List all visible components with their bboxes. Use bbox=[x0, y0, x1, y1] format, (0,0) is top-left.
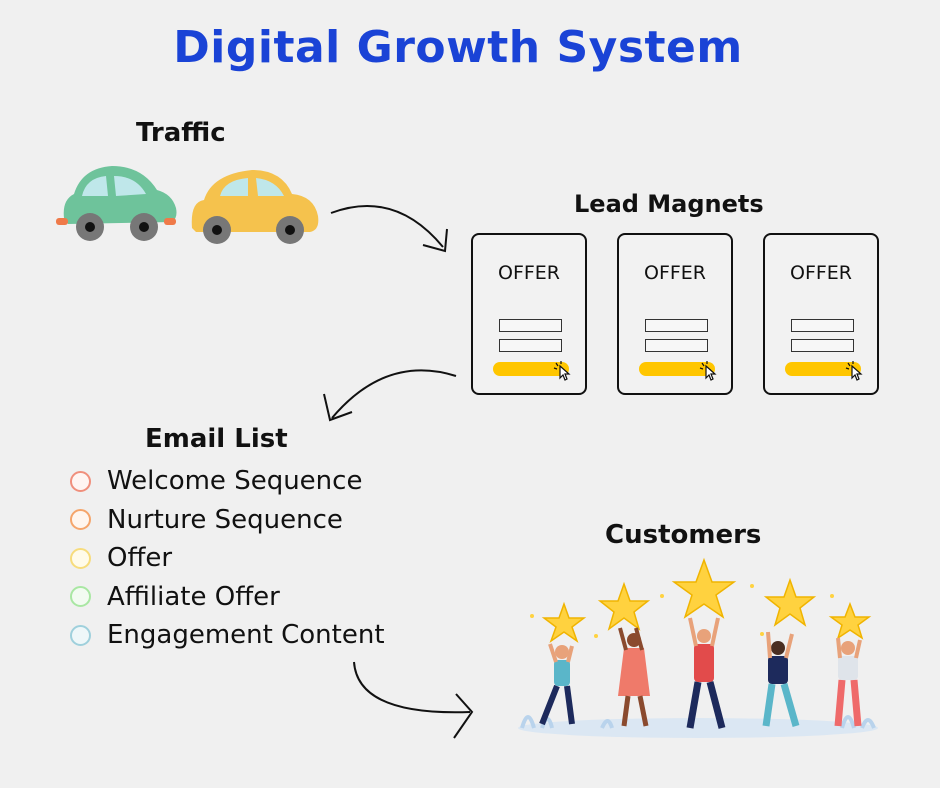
person-icon bbox=[834, 637, 862, 727]
green-car-icon bbox=[56, 166, 177, 241]
offer-submit-button[interactable] bbox=[639, 362, 715, 376]
cursor-click-icon bbox=[553, 361, 571, 381]
offer-email-field[interactable] bbox=[791, 339, 854, 352]
lead-magnets-heading: Lead Magnets bbox=[574, 190, 764, 218]
person-icon bbox=[618, 627, 650, 727]
traffic-heading: Traffic bbox=[136, 118, 226, 148]
email-list-heading: Email List bbox=[145, 424, 288, 454]
offer-label: OFFER bbox=[497, 262, 561, 284]
list-item: Nurture Sequence bbox=[70, 501, 385, 540]
list-item: Engagement Content bbox=[70, 616, 385, 655]
list-item: Affiliate Offer bbox=[70, 578, 385, 617]
person-icon bbox=[762, 631, 800, 727]
offer-card[interactable]: OFFER bbox=[617, 233, 733, 395]
offer-card[interactable]: OFFER bbox=[471, 233, 587, 395]
circle-bullet-icon bbox=[70, 509, 91, 531]
list-item: Welcome Sequence bbox=[70, 462, 385, 501]
customers-heading: Customers bbox=[605, 520, 762, 550]
offer-label: OFFER bbox=[789, 262, 853, 284]
circle-bullet-icon bbox=[70, 547, 91, 569]
offer-name-field[interactable] bbox=[791, 319, 854, 332]
cursor-click-icon bbox=[699, 361, 717, 381]
page-title: Digital Growth System bbox=[173, 22, 743, 73]
email-list: Welcome Sequence Nurture Sequence Offer … bbox=[70, 462, 385, 655]
offer-label: OFFER bbox=[643, 262, 707, 284]
arrow-traffic-to-leads-icon bbox=[330, 205, 448, 253]
cursor-click-icon bbox=[845, 361, 863, 381]
offer-name-field[interactable] bbox=[499, 319, 562, 332]
offer-email-field[interactable] bbox=[645, 339, 708, 352]
cars-illustration bbox=[56, 166, 319, 244]
arrow-email-to-customers-icon bbox=[353, 661, 474, 739]
list-item-label: Offer bbox=[107, 543, 173, 574]
offer-submit-button[interactable] bbox=[785, 362, 861, 376]
offer-email-field[interactable] bbox=[499, 339, 562, 352]
list-item-label: Affiliate Offer bbox=[107, 581, 280, 612]
circle-bullet-icon bbox=[70, 470, 91, 492]
list-item-label: Engagement Content bbox=[107, 620, 385, 651]
list-item-label: Welcome Sequence bbox=[107, 466, 363, 497]
customers-stars-illustration bbox=[518, 557, 878, 738]
person-icon bbox=[686, 617, 726, 729]
arrow-leads-to-email-icon bbox=[323, 369, 457, 422]
offer-card[interactable]: OFFER bbox=[763, 233, 879, 395]
circle-bullet-icon bbox=[70, 586, 91, 608]
list-item: Offer bbox=[70, 539, 385, 578]
list-item-label: Nurture Sequence bbox=[107, 504, 343, 535]
offer-name-field[interactable] bbox=[645, 319, 708, 332]
star-icon bbox=[541, 557, 872, 643]
circle-bullet-icon bbox=[70, 624, 91, 646]
person-icon bbox=[539, 643, 575, 726]
offer-submit-button[interactable] bbox=[493, 362, 569, 376]
yellow-car-icon bbox=[191, 170, 319, 244]
